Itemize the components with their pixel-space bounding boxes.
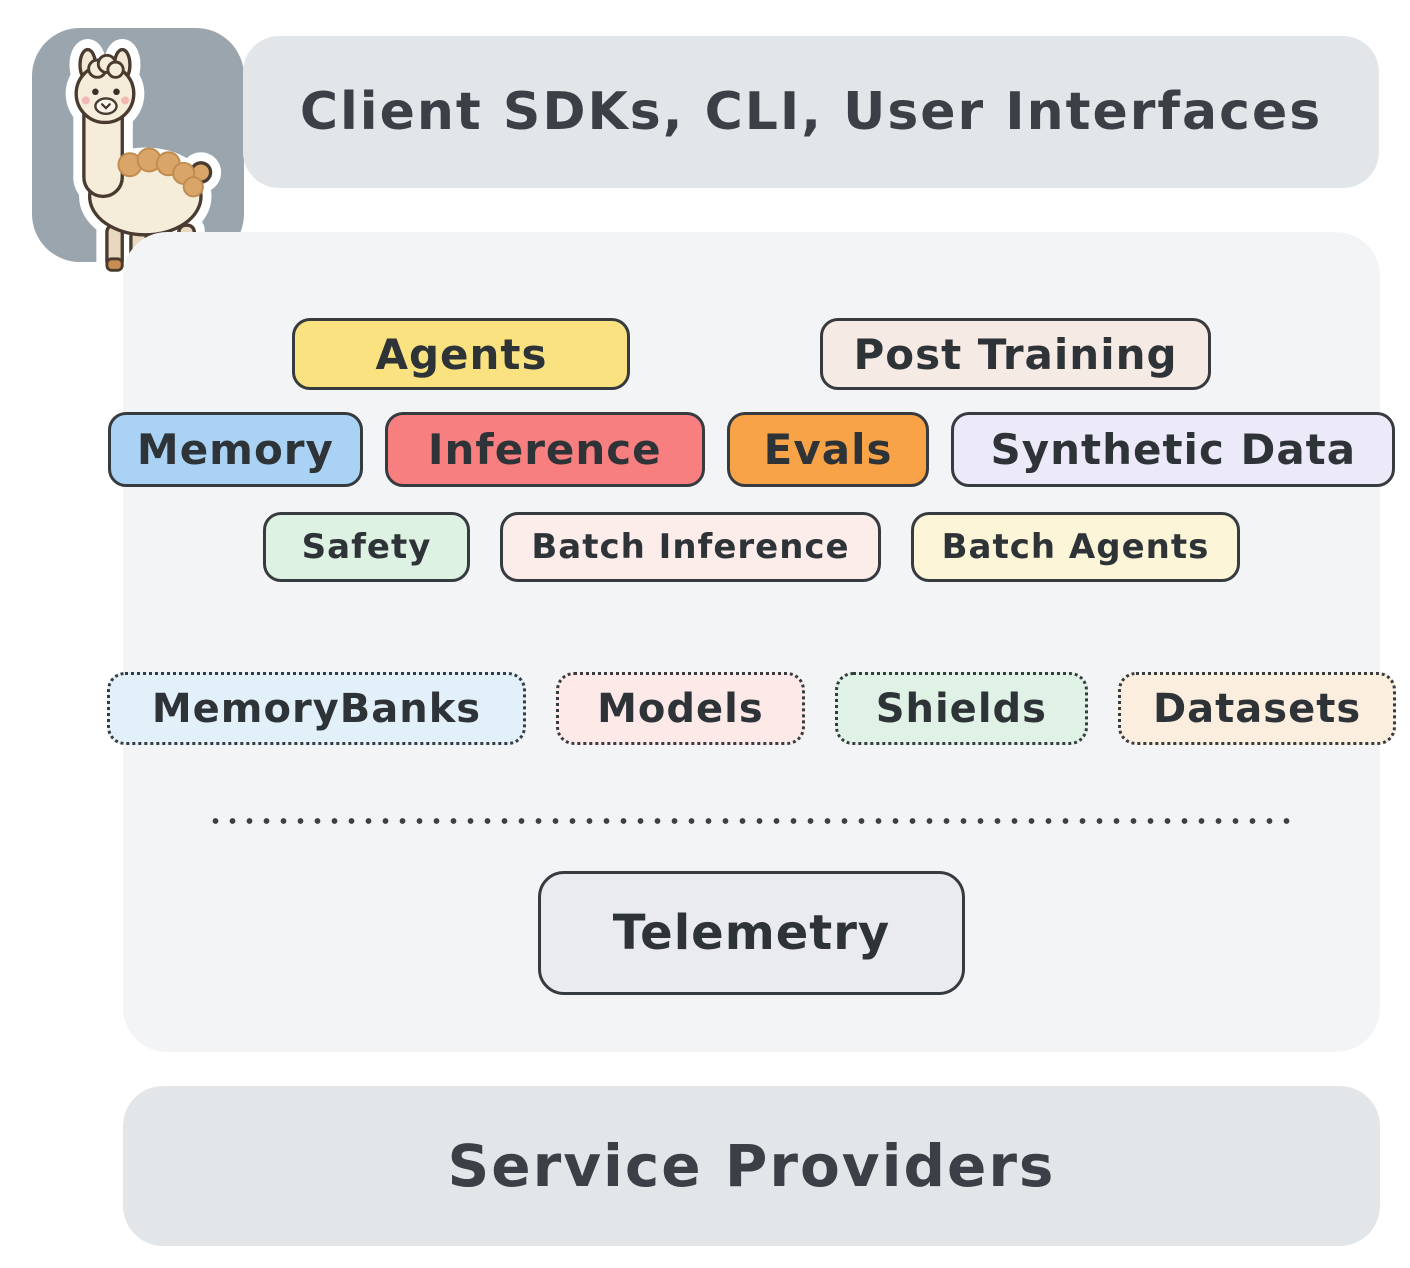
client-layer-title: Client SDKs, CLI, User Interfaces: [299, 82, 1323, 142]
providers-layer-title: Service Providers: [447, 1132, 1056, 1200]
providers-layer: Service Providers: [123, 1086, 1380, 1246]
api-pill-batch-inference: Batch Inference: [500, 512, 881, 582]
api-pill-synthetic-data: Synthetic Data: [951, 412, 1396, 487]
dotted-divider: [206, 818, 1297, 824]
stack-panel: Agents Post Training Memory Inference Ev…: [106, 232, 1397, 1052]
api-pill-evals: Evals: [726, 412, 930, 487]
api-pill-agents: Agents: [292, 318, 631, 390]
api-pill-safety: Safety: [262, 512, 471, 582]
resource-pill-models: Models: [556, 672, 805, 745]
api-pill-inference: Inference: [384, 412, 705, 487]
api-row-2: Memory Inference Evals Synthetic Data: [107, 412, 1396, 487]
telemetry-pill: Telemetry: [537, 871, 966, 995]
api-pill-batch-agents: Batch Agents: [910, 512, 1241, 582]
api-row-1: Agents Post Training: [292, 318, 1211, 390]
client-layer: Client SDKs, CLI, User Interfaces: [243, 36, 1379, 188]
resource-pill-shields: Shields: [834, 672, 1088, 745]
resource-row: MemoryBanks Models Shields Datasets: [106, 672, 1397, 745]
resource-pill-memorybanks: MemoryBanks: [106, 672, 527, 745]
llama-logo-tile: [32, 28, 244, 278]
api-pill-memory: Memory: [107, 412, 363, 487]
resource-pill-datasets: Datasets: [1117, 672, 1397, 745]
api-row-3: Safety Batch Inference Batch Agents: [262, 512, 1241, 582]
api-pill-post-training: Post Training: [820, 318, 1211, 390]
